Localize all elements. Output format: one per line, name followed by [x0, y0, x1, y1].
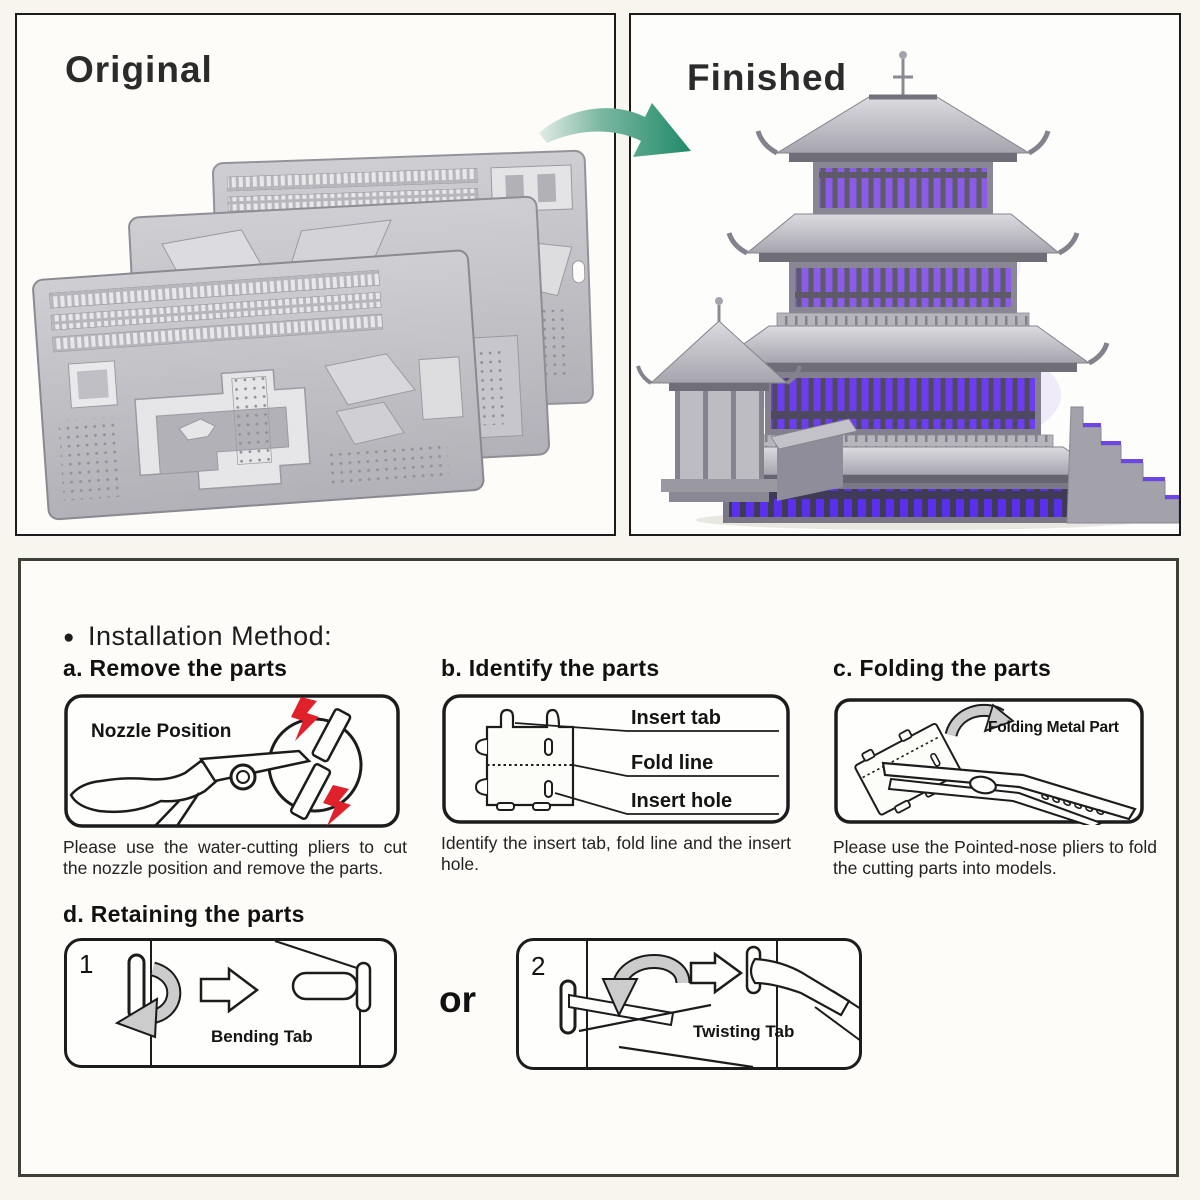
finished-panel: Finished	[629, 13, 1181, 536]
method-header-text: Installation Method:	[87, 621, 333, 651]
bending-tab-diagram: 1 Bending Tab	[64, 938, 397, 1068]
nozzle-position-label: Nozzle Position	[91, 721, 231, 742]
spark-icon	[323, 785, 351, 826]
pagoda-spire	[893, 51, 913, 97]
pagoda-stairs	[1066, 406, 1179, 524]
option-2-number: 2	[531, 951, 545, 981]
option-1-number: 1	[79, 949, 93, 979]
folding-metal-part-label: Folding Metal Part	[988, 719, 1119, 736]
fold-line-label: Fold line	[631, 752, 713, 774]
twist-arrow-icon	[601, 978, 639, 1018]
part-identification-diagram: Insert tab Fold line Insert hole	[442, 694, 790, 824]
metal-sheet-front	[32, 249, 485, 521]
curved-arrow-icon	[539, 103, 691, 157]
finished-title: Finished	[687, 57, 848, 98]
bend-arrow-icon	[114, 997, 159, 1039]
gazebo	[636, 297, 802, 502]
twisting-tab-diagram: 2 Twisting Tab	[516, 938, 862, 1070]
insert-tab-label: Insert tab	[631, 707, 721, 729]
original-panel: Original	[15, 13, 616, 536]
pliers-cutting-diagram: Nozzle Position	[64, 694, 400, 828]
insert-hole-label: Insert hole	[631, 790, 732, 812]
spark-icon	[291, 697, 319, 741]
folding-diagram: Folding Metal Part	[834, 698, 1144, 825]
finished-model-image	[636, 51, 1179, 530]
right-arrow-icon	[199, 966, 260, 1014]
step-a-title: a. Remove the parts	[63, 655, 288, 681]
twisting-tab-label: Twisting Tab	[693, 1022, 794, 1041]
method-header: ● Installation Method:	[63, 621, 332, 652]
installation-panel: ● Installation Method: a. Remove the par…	[18, 558, 1179, 1177]
step-d-title: d. Retaining the parts	[63, 901, 305, 927]
bending-tab-label: Bending Tab	[211, 1027, 313, 1046]
walkway	[777, 431, 843, 501]
original-title: Original	[65, 49, 213, 90]
step-c-title: c. Folding the parts	[833, 655, 1052, 681]
step-a-caption: Please use the water-cutting pliers to c…	[63, 837, 407, 878]
step-b-title: b. Identify the parts	[441, 655, 660, 681]
metal-sheets-image	[32, 149, 594, 521]
step-c-caption: Please use the Pointed-nose pliers to fo…	[833, 837, 1157, 878]
or-label: or	[439, 979, 476, 1020]
bullet-icon: ●	[63, 626, 75, 648]
right-arrow-icon	[689, 951, 744, 995]
step-b-caption: Identify the insert tab, fold line and t…	[441, 833, 791, 874]
